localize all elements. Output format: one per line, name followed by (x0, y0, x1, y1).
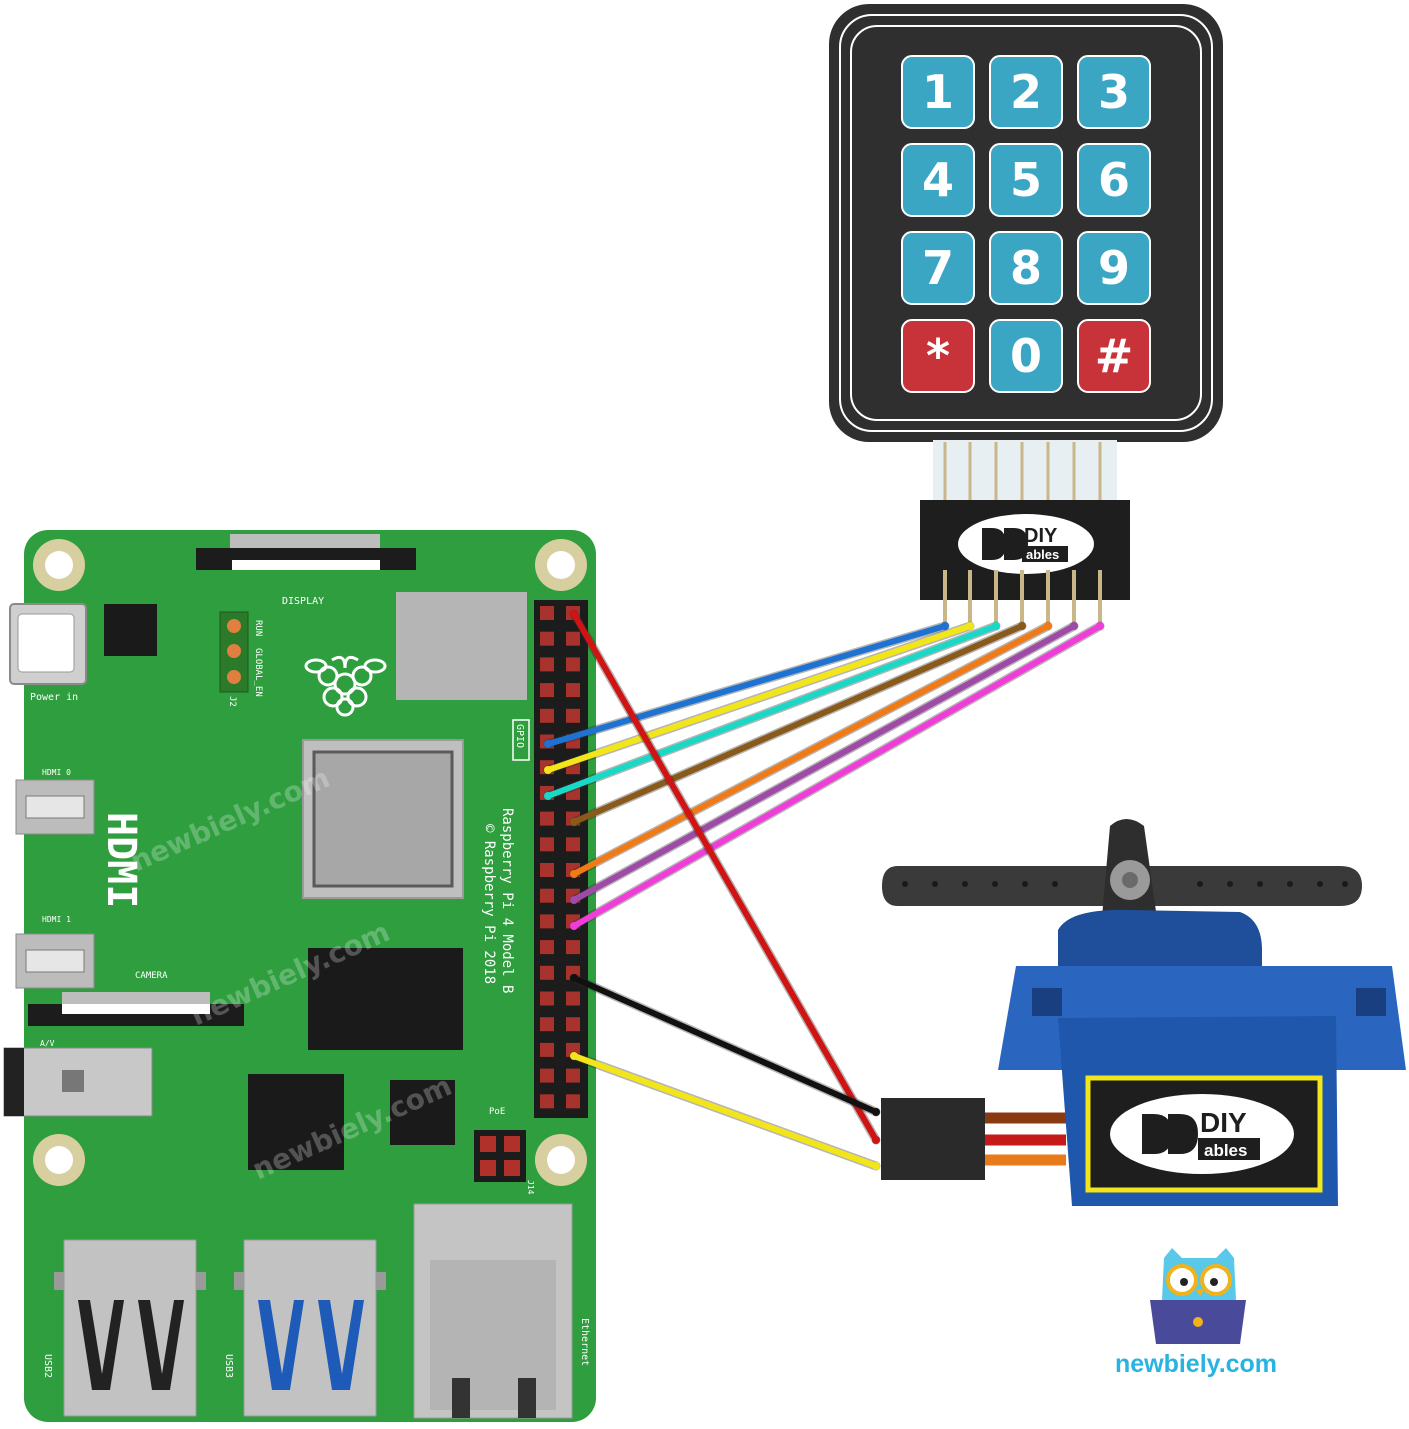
j2-label: J2 (227, 696, 237, 707)
servo-vcc-wire (569, 609, 881, 1145)
keypad-wire-1 (543, 621, 950, 749)
ethernet-label: Ethernet (579, 1318, 590, 1366)
keypad-key-3[interactable]: 3 (1077, 55, 1151, 129)
servo-signal-wire (569, 1051, 881, 1171)
key-label: 6 (1098, 153, 1130, 207)
power-label: Power in (30, 692, 78, 703)
servo-connector (881, 1098, 985, 1180)
keypad-key-5[interactable]: 5 (989, 143, 1063, 217)
key-label: 3 (1098, 65, 1130, 119)
av-label: A/V (40, 1039, 55, 1048)
hdmi0-port (15, 779, 95, 835)
keypad-logo-bottom: ables (1026, 547, 1059, 562)
keypad-wire-7 (569, 621, 1105, 931)
key-label: 1 (922, 65, 954, 119)
keypad-key-7[interactable]: 7 (901, 231, 975, 305)
raspberry-pi-board: DISPLAY Power in RUN GLOBAL_EN J2 GPIO (3, 530, 596, 1422)
keypad-key-0[interactable]: 0 (989, 319, 1063, 393)
keypad-wire-4 (569, 621, 1027, 827)
keypad-key-4[interactable]: 4 (901, 143, 975, 217)
j14-label: J14 (526, 1180, 535, 1195)
servo-motor: DIY ables (881, 819, 1406, 1206)
usb-controller-chip (248, 1074, 344, 1170)
gpio-label-box (512, 719, 530, 761)
usb2-label: USB2 (42, 1354, 53, 1378)
mounting-holes (33, 539, 587, 1186)
key-label: 4 (922, 153, 954, 207)
keypad-wire-3 (543, 621, 1001, 801)
raspberry-logo-icon (304, 655, 387, 717)
keypad-ribbon (933, 440, 1117, 502)
hdmi1-port (15, 933, 95, 989)
key-label: 8 (1010, 241, 1042, 295)
keypad-keys: 1 2 3 4 5 6 7 8 9 * 0 # (901, 55, 1151, 393)
run-label: RUN (253, 620, 263, 636)
key-label: 2 (1010, 65, 1042, 119)
ram-chip (308, 948, 463, 1050)
hdmi1-label: HDMI 1 (42, 915, 71, 924)
key-label: 0 (1010, 329, 1042, 383)
usb3-label: USB3 (223, 1354, 234, 1378)
gpio-header (534, 600, 588, 1118)
key-label: # (1095, 329, 1134, 383)
keypad-key-2[interactable]: 2 (989, 55, 1063, 129)
key-label: * (926, 329, 950, 383)
servo-logo-top: DIY (1200, 1107, 1247, 1138)
copyright-label: © Raspberry Pi 2018 (481, 824, 497, 984)
keypad-wire-6 (569, 621, 1079, 905)
wires (543, 609, 1105, 1171)
usb2-port (54, 1239, 206, 1417)
keypad-wire-5 (569, 621, 1053, 879)
key-label: 7 (922, 241, 954, 295)
hdmi-big-label: HDMI (98, 812, 144, 908)
servo-cable (984, 1112, 1066, 1166)
newbiely-brand: newbiely.com (1115, 1248, 1277, 1378)
servo-gnd-wire (569, 973, 881, 1117)
camera-label: CAMERA (135, 971, 168, 981)
keypad-key-8[interactable]: 8 (989, 231, 1063, 305)
owl-logo-icon (1150, 1248, 1246, 1344)
display-label: DISPLAY (282, 596, 324, 607)
keypad-wire-2 (543, 621, 975, 775)
ethernet-port (413, 1203, 573, 1419)
keypad-key-1[interactable]: 1 (901, 55, 975, 129)
hdmi0-label: HDMI 0 (42, 768, 71, 777)
gpio-label: GPIO (514, 724, 525, 748)
poe-label: PoE (489, 1107, 505, 1117)
usb3-port (234, 1239, 386, 1417)
ethernet-chip (390, 1080, 455, 1145)
keypad-module: 1 2 3 4 5 6 7 8 9 * 0 # DIY ables (829, 4, 1223, 628)
keypad-key-6[interactable]: 6 (1077, 143, 1151, 217)
model-label: Raspberry Pi 4 Model B (499, 808, 515, 993)
keypad-key-star[interactable]: * (901, 319, 975, 393)
keypad-logo-top: DIY (1024, 525, 1058, 547)
servo-logo-bottom: ables (1204, 1141, 1247, 1160)
wireless-module (396, 592, 527, 700)
key-label: 5 (1010, 153, 1042, 207)
key-label: 9 (1098, 241, 1130, 295)
global-en-label: GLOBAL_EN (253, 648, 263, 697)
pmic-chip (104, 604, 157, 656)
keypad-key-9[interactable]: 9 (1077, 231, 1151, 305)
servo-top (1058, 909, 1262, 980)
brand-site: newbiely.com (1115, 1350, 1277, 1378)
keypad-key-hash[interactable]: # (1077, 319, 1151, 393)
